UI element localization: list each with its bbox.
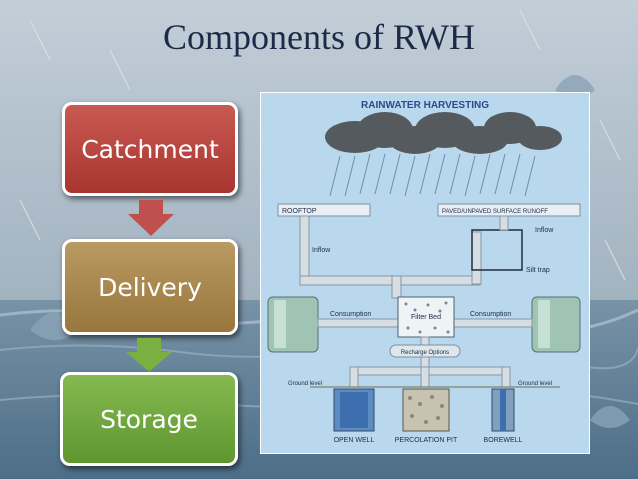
svg-text:Recharge Options: Recharge Options bbox=[401, 350, 449, 356]
svg-text:BOREWELL: BOREWELL bbox=[484, 437, 523, 444]
rooftop-bar bbox=[277, 203, 371, 217]
down-arrow-icon bbox=[128, 200, 174, 236]
slide-title: Components of RWH bbox=[163, 17, 475, 57]
silt-trap bbox=[471, 229, 523, 271]
svg-text:Ground level: Ground level bbox=[288, 381, 322, 387]
storage-tank-icon bbox=[267, 296, 319, 353]
svg-text:Filter Bed: Filter Bed bbox=[411, 314, 441, 321]
open-well-icon bbox=[333, 388, 375, 432]
svg-text:Silt trap: Silt trap bbox=[526, 267, 550, 274]
svg-text:OPEN WELL: OPEN WELL bbox=[334, 437, 375, 444]
svg-text:Inflow: Inflow bbox=[535, 227, 554, 234]
svg-text:ROOFTOP: ROOFTOP bbox=[282, 208, 317, 215]
svg-text:PERCOLATION PIT: PERCOLATION PIT bbox=[395, 437, 458, 444]
diagram-title: RAINWATER HARVESTING bbox=[361, 100, 489, 111]
rainwater-harvesting-diagram: RAINWATER HARVESTING ROOFTOP PAVED/UNPAV… bbox=[260, 92, 590, 454]
svg-text:Consumption: Consumption bbox=[330, 311, 371, 318]
down-arrow-icon bbox=[126, 338, 172, 372]
storage-box: Storage bbox=[60, 372, 238, 466]
catchment-box: Catchment bbox=[62, 102, 238, 196]
percolation-pit-icon bbox=[402, 388, 450, 432]
svg-text:Ground level: Ground level bbox=[518, 381, 552, 387]
borewell-icon bbox=[491, 388, 515, 432]
delivery-box: Delivery bbox=[62, 239, 238, 335]
storage-tank-icon bbox=[531, 296, 581, 353]
svg-text:PAVED/UNPAVED SURFACE RUNOFF: PAVED/UNPAVED SURFACE RUNOFF bbox=[442, 209, 548, 215]
cloud-icon bbox=[325, 112, 562, 154]
svg-text:Consumption: Consumption bbox=[470, 311, 511, 318]
paved-surface-bar bbox=[437, 203, 581, 217]
svg-text:Inflow: Inflow bbox=[312, 247, 331, 254]
